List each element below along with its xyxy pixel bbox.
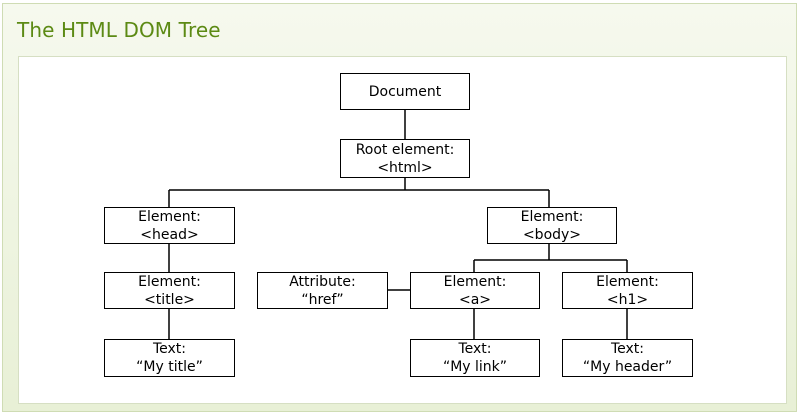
page-title: The HTML DOM Tree: [17, 18, 221, 42]
node-title-line1: Element:: [138, 273, 201, 290]
node-a: Element: <a>: [410, 272, 540, 309]
node-attribute-href: Attribute: “href”: [257, 272, 388, 309]
node-text-title-line1: Text:: [152, 341, 187, 357]
node-root-html-line2: <html>: [377, 159, 433, 176]
node-root-html: Root element: <html>: [340, 139, 470, 178]
node-a-line2: <a>: [458, 291, 492, 308]
node-head-line1: Element:: [138, 208, 201, 225]
node-document-label: Document: [368, 83, 442, 100]
node-root-html-line1: Root element:: [355, 141, 455, 158]
node-text-my-link: Text: “My link”: [410, 339, 540, 377]
node-text-link-line1: Text:: [458, 341, 492, 357]
node-text-title-line2: “My title”: [136, 359, 203, 375]
node-text-my-header: Text: “My header”: [562, 339, 693, 377]
node-a-line1: Element:: [443, 273, 507, 290]
node-title-line2: <title>: [144, 291, 195, 308]
node-attribute-line1: Attribute:: [289, 273, 356, 290]
node-head-line2: <head>: [140, 226, 199, 243]
node-text-header-line1: Text:: [610, 341, 645, 357]
node-head: Element: <head>: [104, 207, 235, 244]
node-h1-line2: <h1>: [606, 291, 649, 308]
node-h1-line1: Element:: [596, 273, 659, 290]
node-body: Element: <body>: [487, 207, 617, 244]
node-h1: Element: <h1>: [562, 272, 693, 309]
node-body-line1: Element:: [520, 208, 584, 225]
node-text-header-line2: “My header”: [582, 359, 673, 375]
node-text-my-title: Text: “My title”: [104, 339, 235, 377]
node-attribute-line2: “href”: [301, 291, 344, 308]
node-title: Element: <title>: [104, 272, 235, 309]
node-text-link-line2: “My link”: [442, 359, 508, 375]
node-body-line2: <body>: [522, 226, 582, 243]
node-document: Document: [340, 73, 470, 110]
